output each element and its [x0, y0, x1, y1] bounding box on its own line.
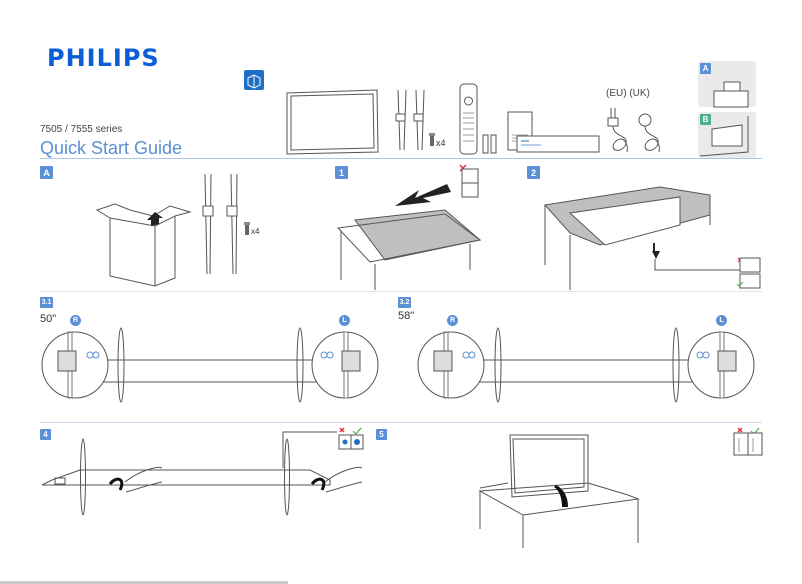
open-box-icon [244, 70, 264, 90]
step-5-badge: 5 [376, 429, 387, 440]
left-leg-badge-32: L [716, 315, 727, 326]
tv-panel-illustration [286, 89, 379, 155]
placement-option-a: A [698, 61, 756, 108]
screen-size-50: 50" [40, 313, 57, 325]
power-cord-eu-illustration [607, 108, 628, 153]
stand-attach-58-illustration [417, 327, 755, 403]
tv-upright-illustration [478, 434, 640, 548]
left-leg-badge-31: L [339, 315, 350, 326]
screw-icon [429, 133, 435, 146]
screw-quantity: x4 [436, 138, 446, 148]
step-3-2-badge: 3.2 [398, 297, 411, 308]
screw-quantity-a: x4 [251, 227, 260, 236]
right-leg-badge-32: R [447, 315, 458, 326]
screw-icon-a [244, 222, 250, 235]
brand-logo: PHILIPS [47, 44, 160, 72]
surface-warning-icon [459, 164, 479, 198]
row1-divider [40, 291, 762, 292]
step-a-badge: A [40, 166, 53, 179]
stand-placement-check-icon [733, 427, 763, 456]
horizontal-scrollbar[interactable] [0, 581, 288, 584]
page-title: Quick Start Guide [40, 138, 183, 158]
stand-legs-illustration [395, 89, 425, 151]
table-with-cloth-illustration [336, 184, 482, 290]
header-divider [40, 158, 762, 159]
step-2-badge: 2 [527, 166, 540, 179]
power-cord-uk-illustration [638, 113, 660, 153]
stand-attach-50-illustration [41, 327, 379, 403]
tv-face-down-illustration [544, 186, 740, 290]
remote-control-illustration [459, 83, 478, 155]
screen-size-58: 58" [398, 310, 415, 322]
step-1-badge: 1 [335, 166, 348, 179]
batteries-illustration [482, 134, 497, 154]
stand-legs-illustration-a [202, 173, 238, 275]
leaflets-illustration [507, 111, 600, 153]
step-3-1-badge: 3.1 [40, 297, 53, 308]
screw-depth-check-icon [338, 427, 364, 450]
screw-tighten-illustration [41, 431, 363, 516]
plug-region-labels: (EU) (UK) [606, 88, 650, 99]
right-leg-badge-31: R [70, 315, 81, 326]
row2-divider [40, 422, 762, 423]
cable-check-icon [736, 257, 761, 289]
tv-box-illustration [95, 203, 192, 287]
placement-option-b: B [698, 112, 756, 158]
option-a-badge: A [700, 63, 711, 74]
step-4-badge: 4 [40, 429, 51, 440]
option-b-badge: B [700, 114, 711, 125]
series-label: 7505 / 7555 series [40, 124, 123, 135]
